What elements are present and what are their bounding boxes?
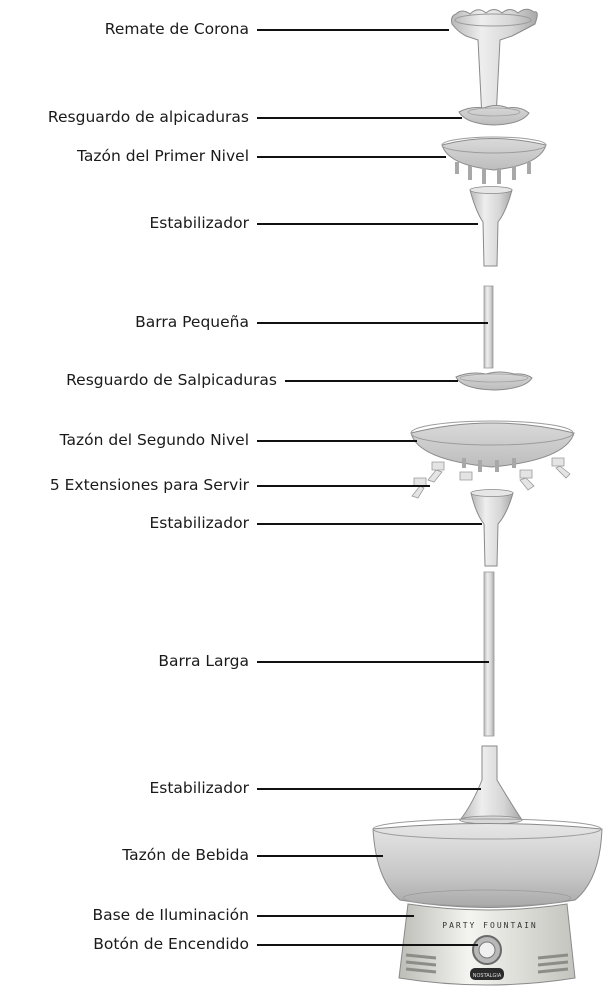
label-lighting-base: Base de Iluminación: [92, 906, 249, 924]
label-stabilizer-2: Estabilizador: [149, 514, 249, 532]
small-splash-guard-part: [458, 105, 530, 126]
splash-guard-part: [455, 371, 533, 391]
label-second-tier-bowl: Tazón del Segundo Nivel: [59, 431, 249, 449]
second-tier-bowl-part: [410, 420, 575, 472]
label-serving-extensions: 5 Extensiones para Servir: [49, 476, 249, 494]
stabilizer-3-part: [458, 745, 523, 825]
base-brand-text: PARTY FOUNTAIN: [442, 921, 537, 930]
badge-text: NOSTALGIA: [473, 973, 502, 979]
lighting-base-part: [398, 903, 576, 986]
label-stabilizer-3: Estabilizador: [149, 779, 249, 797]
label-crown-top: Remate de Corona: [104, 20, 249, 38]
crown-top-part: [451, 8, 538, 121]
drink-bowl-part: [372, 818, 603, 908]
stabilizer-2-part: [470, 489, 514, 567]
label-splash-guard: Resguardo de Salpicaduras: [66, 371, 277, 389]
label-first-tier-bowl: Tazón del Primer Nivel: [77, 147, 249, 165]
label-long-rod: Barra Larga: [158, 652, 249, 670]
label-power-button: Botón de Encendido: [93, 935, 249, 953]
label-drink-bowl: Tazón de Bebida: [122, 846, 249, 864]
long-rod-part: [483, 571, 495, 737]
leader-lines: [257, 29, 489, 946]
serving-extensions-part: [411, 457, 571, 499]
small-rod-part: [483, 285, 494, 369]
first-tier-bowl-part: [441, 136, 547, 184]
stabilizer-1-part: [469, 186, 513, 267]
label-stabilizer-1: Estabilizador: [149, 214, 249, 232]
label-small-splash-guard: Resguardo de alpicaduras: [47, 108, 249, 126]
label-small-rod: Barra Pequeña: [135, 313, 249, 331]
